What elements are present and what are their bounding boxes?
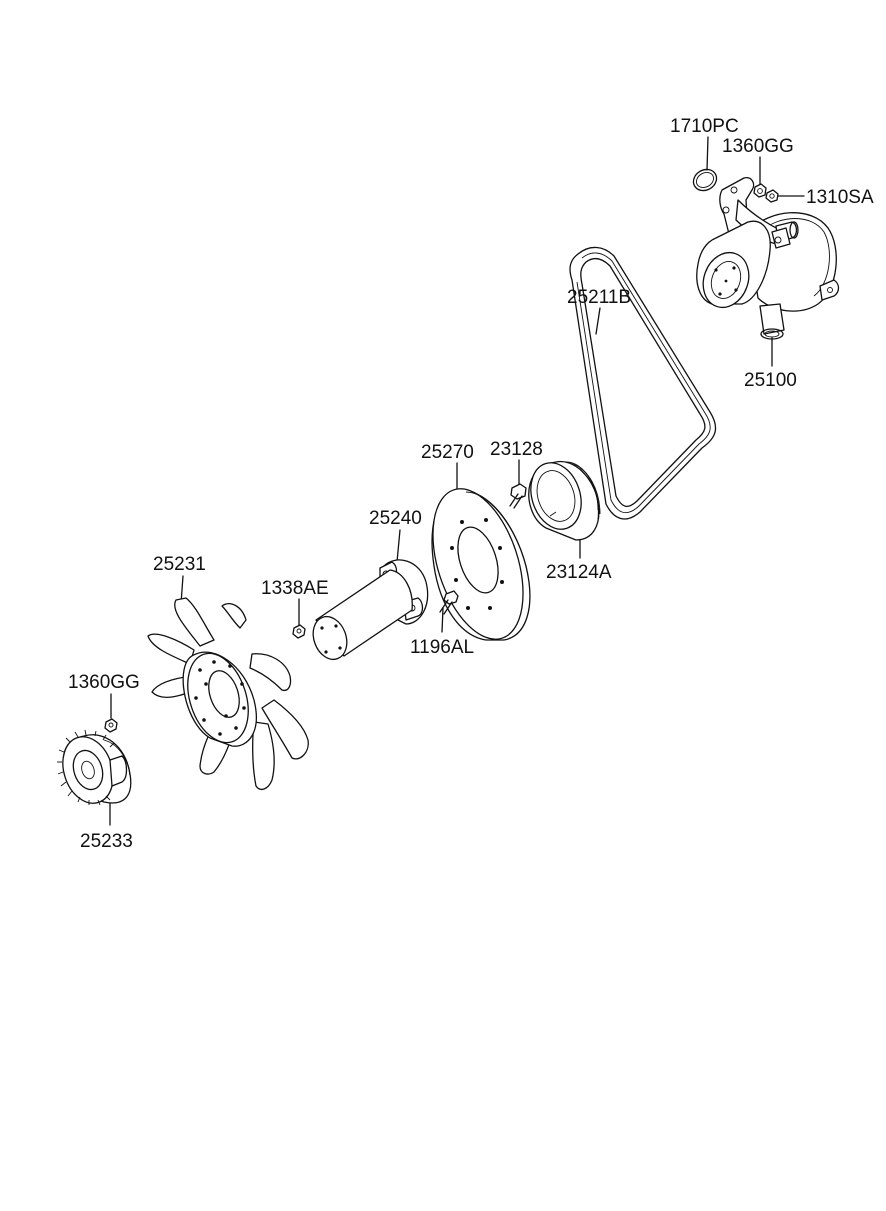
label-1310SA: 1310SA [806,187,874,208]
label-25231: 25231 [153,554,206,575]
label-1196AL: 1196AL [410,637,474,658]
nut-1360GG-bottom [104,718,118,733]
fan-clutch-25233 [57,729,132,806]
nut-1338AE [292,624,306,639]
label-25240: 25240 [369,508,422,529]
label-1710PC: 1710PC [670,116,739,137]
leader-lines [109,136,805,826]
fan-pulley-25270 [431,488,531,641]
label-1360GG-top: 1360GG [722,136,794,157]
nut-1310SA [765,189,779,203]
cooling-fan-25231 [147,597,309,791]
label-23128: 23128 [490,439,543,460]
label-25270: 25270 [421,442,474,463]
spacer-25240 [312,559,429,661]
crank-pulley-23124A [528,460,601,541]
label-25211B: 25211B [567,287,631,308]
bolt-23128 [509,483,527,509]
water-pump-25100 [696,177,840,340]
label-23124A: 23124A [546,562,612,583]
nut-1360GG-top [753,183,767,198]
gasket-ring-1710PC [692,168,718,192]
label-1338AE: 1338AE [261,578,329,599]
label-25100: 25100 [744,370,797,391]
label-25233: 25233 [80,831,133,852]
bolt-1196AL [439,590,459,615]
v-belt-25211B [569,246,717,520]
label-1360GG-bottom: 1360GG [68,672,140,693]
